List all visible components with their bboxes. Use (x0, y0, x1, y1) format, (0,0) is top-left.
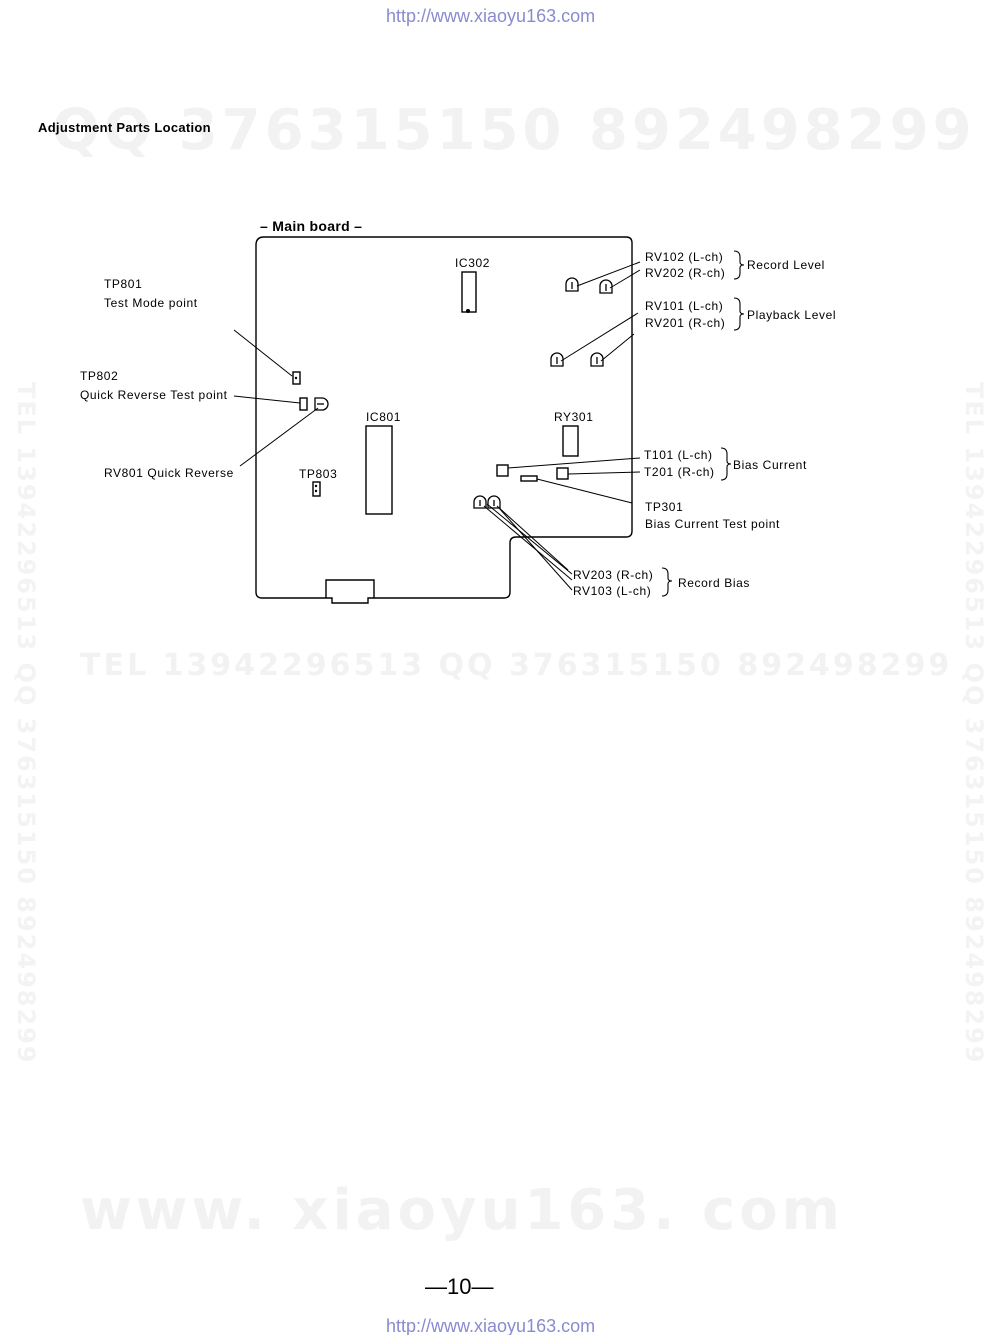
label-tp803: TP803 (299, 467, 338, 481)
watermark-bottom: www. xiaoyu163. com (80, 1178, 845, 1243)
label-ic302: IC302 (455, 256, 491, 270)
tp802-pad (299, 397, 308, 411)
footer-url-link[interactable]: http://www.xiaoyu163.com (386, 1316, 596, 1335)
ic801-chip (365, 425, 393, 515)
callout-rv102: RV102 (L-ch) (645, 250, 724, 264)
leader-t201 (567, 471, 641, 475)
t101-coil (496, 464, 509, 477)
rv101-trimmer (550, 352, 564, 367)
board-outline (255, 236, 633, 604)
label-ic801: IC801 (366, 410, 402, 424)
leader-tp801 (233, 329, 293, 377)
board-title: – Main board – (260, 218, 363, 234)
header-url-link[interactable]: http://www.xiaoyu163.com (386, 6, 596, 26)
callout-record-level: Record Level (747, 258, 825, 272)
leader-rv201 (600, 333, 635, 362)
rv203-trimmer (473, 495, 487, 509)
ic302-chip (461, 271, 477, 313)
callout-rv202: RV202 (R-ch) (645, 266, 726, 280)
rv202-trimmer (599, 279, 613, 294)
rv201-trimmer (590, 352, 604, 367)
callout-rv203: RV203 (R-ch) (573, 568, 654, 582)
ry301-relay (562, 425, 579, 457)
leader-t101 (507, 457, 641, 469)
leader-rv203-a (483, 505, 573, 581)
callout-tp301-desc: Bias Current Test point (645, 517, 780, 531)
leader-tp802 (233, 395, 301, 404)
callout-record-bias: Record Bias (678, 576, 750, 590)
label-ry301: RY301 (554, 410, 594, 424)
page-number: —10— (425, 1274, 494, 1299)
watermark-top: QQ 376315150 892498299 (52, 98, 976, 163)
callout-tp301-ref: TP301 (645, 500, 684, 514)
leader-rv203-b (486, 503, 573, 575)
t201-coil (556, 467, 569, 480)
callout-tp801-desc: Test Mode point (104, 296, 198, 310)
brace-record-bias (661, 567, 673, 597)
leader-rv101 (560, 312, 639, 362)
tp803-pad (312, 481, 321, 497)
callout-rv201: RV201 (R-ch) (645, 316, 726, 330)
rv103-trimmer (487, 495, 501, 509)
leader-tp301 (536, 478, 633, 504)
tp301-pad (520, 475, 538, 482)
brace-record-level (733, 250, 745, 280)
callout-playback-level: Playback Level (747, 308, 837, 322)
callout-bias-current: Bias Current (733, 458, 807, 472)
bottom-connector (325, 579, 375, 598)
watermark-middle: TEL 13942296513 QQ 376315150 892498299 (80, 648, 953, 683)
rv102-trimmer (565, 277, 579, 292)
leader-rv103-b (498, 507, 573, 591)
callout-t101: T101 (L-ch) (644, 448, 713, 462)
leader-rv102 (576, 261, 641, 287)
callout-rv101: RV101 (L-ch) (645, 299, 724, 313)
callout-rv801: RV801 Quick Reverse (104, 466, 234, 480)
callout-tp801-ref: TP801 (104, 277, 143, 291)
tp801-pad (292, 371, 301, 385)
callout-rv103: RV103 (L-ch) (573, 584, 652, 598)
page-title: Adjustment Parts Location (38, 120, 211, 135)
brace-playback-level (733, 297, 745, 331)
brace-bias-current (720, 447, 732, 481)
callout-tp802-desc: Quick Reverse Test point (80, 388, 228, 402)
callout-t201: T201 (R-ch) (644, 465, 715, 479)
callout-tp802-ref: TP802 (80, 369, 119, 383)
leader-rv202 (609, 269, 641, 289)
leader-rv801 (239, 407, 319, 467)
rv801-trimmer (314, 397, 329, 411)
leader-rv103-a (496, 505, 569, 571)
